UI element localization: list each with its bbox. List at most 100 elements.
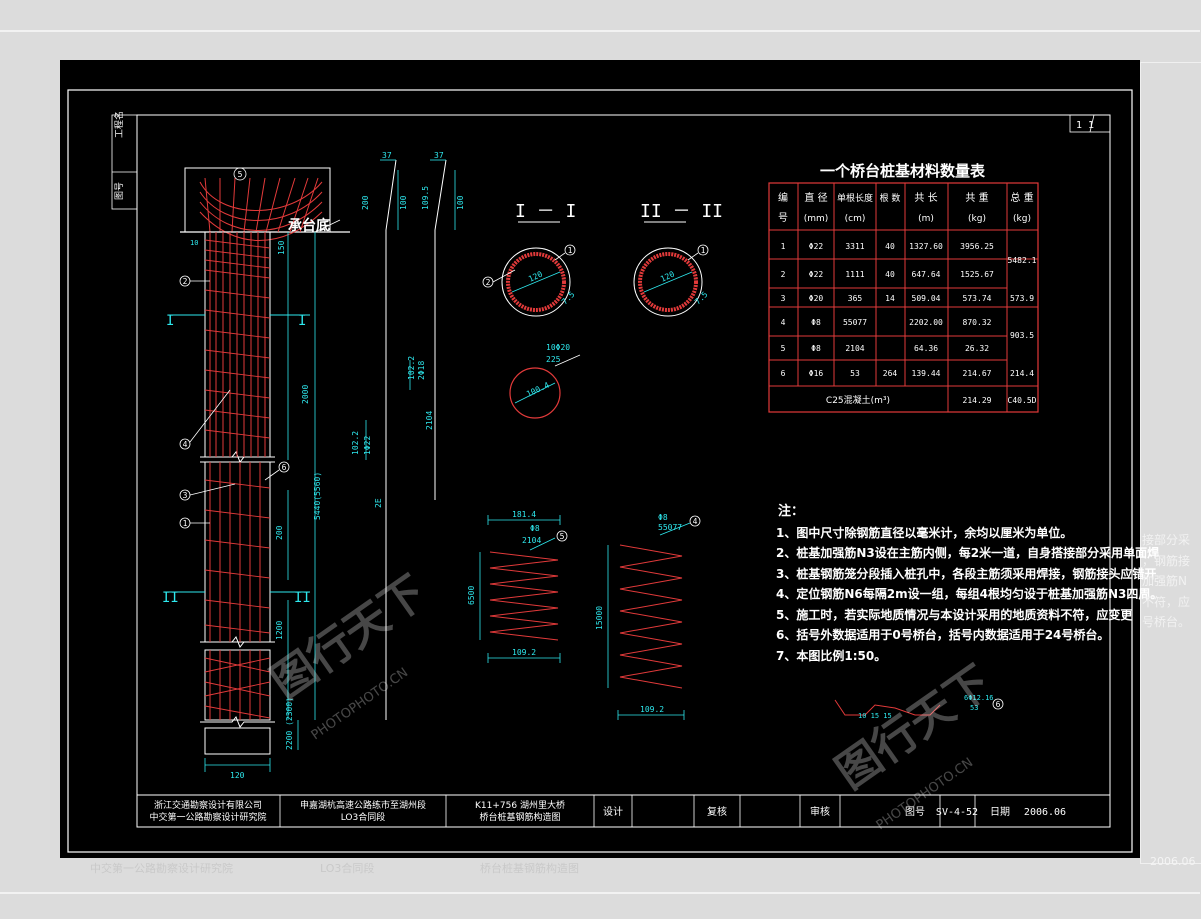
left-tab-text-1: 图号	[114, 182, 125, 200]
svg-text:I: I	[166, 313, 174, 329]
svg-text:120: 120	[230, 771, 245, 780]
svg-text:100.4: 100.4	[525, 380, 551, 398]
svg-text:直 径: 直 径	[804, 191, 827, 204]
svg-text:5: 5	[781, 344, 786, 353]
svg-text:浙江交通勘察设计有限公司: 浙江交通勘察设计有限公司	[154, 799, 262, 811]
svg-text:4、定位钢筋N6每隔2m设一组，每组4根均匀设于桩基加强筋N: 4、定位钢筋N6每隔2m设一组，每组4根均匀设于桩基加强筋N3四周。	[776, 586, 1162, 601]
svg-text:2: 2	[781, 270, 786, 279]
svg-text:图号: 图号	[905, 806, 925, 818]
svg-text:号: 号	[778, 212, 788, 224]
svg-text:100: 100	[399, 195, 408, 210]
svg-text:根 数: 根 数	[880, 192, 901, 204]
ghost-title-row: 中交第一公路勘察设计研究院 LO3合同段 桥台桩基钢筋构造图	[90, 862, 579, 875]
svg-text:6: 6	[781, 369, 786, 378]
svg-text:6: 6	[282, 463, 287, 472]
svg-text:总 重: 总 重	[1010, 191, 1033, 204]
section-II-title: II － II	[640, 201, 723, 222]
cad-drawing-canvas[interactable]: 工程名 图号 1 1	[60, 60, 1162, 858]
svg-text:109.5: 109.5	[421, 186, 430, 210]
svg-text:2E: 2E	[374, 498, 383, 508]
svg-text:26.32: 26.32	[965, 344, 989, 353]
ghost-date: 2006.06	[1150, 855, 1196, 868]
svg-text:Φ8: Φ8	[811, 344, 821, 353]
svg-text:5: 5	[560, 532, 565, 541]
svg-text:编: 编	[778, 191, 788, 204]
svg-text:复核: 复核	[707, 805, 727, 818]
svg-text:1: 1	[568, 246, 573, 255]
svg-text:C25混凝土(m³): C25混凝土(m³)	[826, 394, 890, 406]
svg-text:10: 10	[190, 239, 198, 247]
svg-text:55077: 55077	[658, 523, 682, 532]
svg-text:10Φ20: 10Φ20	[546, 343, 570, 352]
watermark: 图行天下 PHOTOPHOTO.CN 图行天下 PHOTOPHOTO.CN	[262, 566, 1000, 833]
svg-text:设计: 设计	[603, 805, 623, 818]
svg-text:10 15 15: 10 15 15	[858, 712, 892, 720]
svg-text:2000: 2000	[301, 385, 310, 404]
svg-text:225: 225	[546, 355, 561, 364]
svg-text:40: 40	[885, 242, 895, 251]
svg-text:5482.1: 5482.1	[1008, 256, 1037, 265]
spiral-views: 181.4 109.2 109.2 6500 15000 Φ8 2104 Φ8 …	[467, 510, 701, 720]
svg-text:150: 150	[277, 240, 286, 255]
svg-text:573.9: 573.9	[1010, 294, 1034, 303]
svg-text:1: 1	[701, 246, 706, 255]
svg-text:120: 120	[659, 269, 676, 283]
svg-text:509.04: 509.04	[912, 294, 941, 303]
svg-text:3956.25: 3956.25	[960, 242, 994, 251]
svg-text:(m): (m)	[918, 214, 934, 224]
svg-text:Φ8: Φ8	[530, 524, 540, 533]
svg-text:53: 53	[850, 369, 860, 378]
viewer-frame	[0, 30, 1200, 894]
svg-text:1: 1	[781, 242, 786, 251]
svg-text:3: 3	[781, 294, 786, 303]
svg-text:5: 5	[238, 170, 243, 179]
svg-text:109.2: 109.2	[512, 648, 536, 657]
svg-text:214.4: 214.4	[1010, 369, 1034, 378]
ghost-sheet-frame	[1140, 62, 1201, 864]
svg-text:1Φ22: 1Φ22	[363, 436, 372, 455]
material-table: 一个桥台桩基材料数量表 编 号 直 径 (mm) 单根长度 (cm) 根 数 共	[768, 162, 1039, 413]
svg-text:共 重: 共 重	[965, 191, 988, 204]
svg-text:40: 40	[885, 270, 895, 279]
svg-text:2200 (2300): 2200 (2300)	[285, 697, 294, 750]
svg-text:53: 53	[970, 704, 978, 712]
svg-text:Φ16: Φ16	[809, 369, 824, 378]
svg-text:Φ8: Φ8	[658, 513, 668, 522]
svg-text:桥台桩基钢筋构造图: 桥台桩基钢筋构造图	[479, 811, 560, 823]
cheng-tai-label: 承台底	[288, 217, 330, 234]
svg-text:Φ22: Φ22	[809, 270, 824, 279]
svg-text:Φ22: Φ22	[809, 242, 824, 251]
svg-text:(mm): (mm)	[804, 214, 829, 224]
svg-text:55077: 55077	[843, 318, 867, 327]
svg-text:109.2: 109.2	[640, 705, 664, 714]
bar-shapes: 37 37 200 100 109.5 100 102.2 2Φ18 102.2…	[351, 151, 465, 720]
svg-text:100: 100	[456, 195, 465, 210]
table-title: 一个桥台桩基材料数量表	[820, 162, 986, 180]
svg-text:870.32: 870.32	[963, 318, 992, 327]
section-I-title: I － I	[515, 201, 576, 222]
svg-text:139.44: 139.44	[912, 369, 941, 378]
svg-text:1200: 1200	[275, 621, 284, 640]
svg-text:37: 37	[382, 151, 392, 160]
svg-text:264: 264	[883, 369, 898, 378]
svg-text:365: 365	[848, 294, 863, 303]
svg-text:日期: 日期	[990, 806, 1010, 818]
svg-text:2、桩基加强筋N3设在主筋内侧，每2米一道，自身搭接部分采用: 2、桩基加强筋N3设在主筋内侧，每2米一道，自身搭接部分采用单面焊	[776, 545, 1159, 560]
svg-text:214.67: 214.67	[963, 369, 992, 378]
svg-text:单根长度: 单根长度	[837, 192, 873, 204]
svg-text:6: 6	[996, 700, 1001, 709]
svg-text:120: 120	[527, 269, 544, 283]
svg-text:(kg): (kg)	[1013, 214, 1031, 224]
svg-text:中交第一公路勘察设计研究院: 中交第一公路勘察设计研究院	[149, 811, 266, 823]
svg-text:3、桩基钢筋笼分段插入桩孔中，各段主筋须采用焊接，钢筋接头应: 3、桩基钢筋笼分段插入桩孔中，各段主筋须采用焊接，钢筋接头应错开	[776, 566, 1156, 581]
svg-text:图行天下: 图行天下	[827, 656, 1000, 799]
svg-text:5440(5560): 5440(5560)	[313, 472, 322, 520]
svg-text:14: 14	[885, 294, 895, 303]
title-block: 浙江交通勘察设计有限公司 中交第一公路勘察设计研究院 申嘉湖杭高速公路练市至湖州…	[136, 794, 1111, 828]
svg-text:3311: 3311	[845, 242, 864, 251]
svg-text:II: II	[294, 590, 311, 606]
svg-text:102.2: 102.2	[351, 431, 360, 455]
svg-text:214.29: 214.29	[963, 396, 992, 405]
svg-text:64.36: 64.36	[914, 344, 938, 353]
